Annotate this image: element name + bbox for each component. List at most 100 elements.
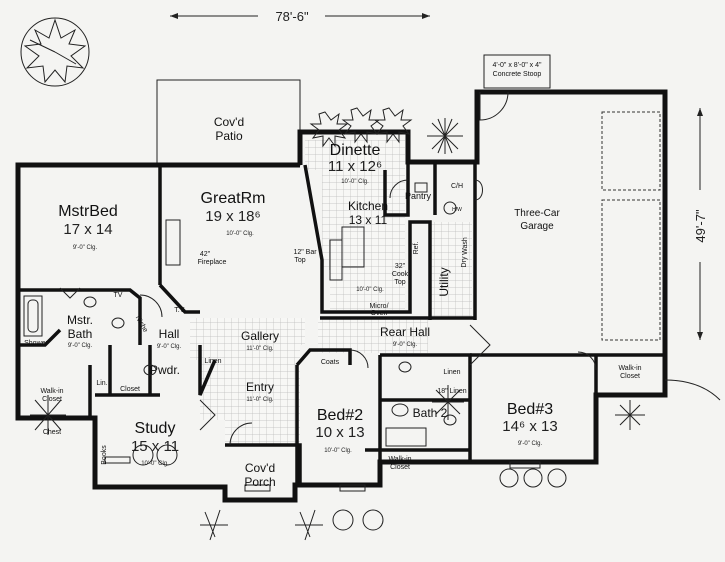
linen-label: Linen (204, 358, 221, 365)
fireplace-label: 42" (200, 251, 211, 258)
room-garage: Three-Car Garage (514, 208, 560, 232)
bath2-label: Bath 2 (413, 406, 448, 420)
niche-label: Niche (134, 315, 149, 334)
garage-label-2: Garage (520, 221, 554, 232)
microwave-label: Micro/ (369, 303, 388, 310)
mstrbath-ceiling: 9'-0" Clg. (68, 343, 93, 349)
mstrbath-label-2: Bath (68, 327, 93, 341)
kitchen-size: 13 x 11 (349, 213, 388, 227)
room-bed3: Bed#3 14⁶ x 13 9'-0" Clg. (502, 401, 557, 447)
mstrbath-label: Mstr. (67, 313, 93, 327)
tv-bath-label: TV (114, 292, 123, 299)
mstrbed-label: MstrBed (58, 203, 118, 220)
bed3-size: 14⁶ x 13 (502, 418, 557, 435)
bed3-ceiling: 9'-0" Clg. (518, 441, 543, 447)
tree-icon (20, 17, 90, 87)
pantry-label: Pantry (405, 191, 432, 201)
kitchen-ceiling: 10'-0" Clg. (356, 287, 384, 293)
hw-label: H/W (452, 207, 462, 213)
walkin-bed3-label-2: Closet (620, 373, 640, 380)
ch-label: C/H (451, 183, 463, 190)
depth-dimension: 49'-7" (693, 108, 708, 340)
width-label: 78'-6" (275, 9, 309, 24)
bed2-size: 10 x 13 (315, 424, 364, 441)
patio-label: Cov'd (214, 115, 244, 129)
chest-label: Chest (43, 429, 61, 436)
dinette-label: Dinette (330, 142, 381, 159)
gallery-label: Gallery (241, 329, 279, 343)
room-kitchen: Kitchen 13 x 11 10'-0" Clg. (348, 199, 388, 293)
garage-label: Three-Car (514, 208, 560, 219)
fireplace-label-2: Fireplace (198, 259, 227, 266)
bartop-label-2: Top (294, 257, 305, 264)
study-ceiling: 10'-0" Clg. (141, 461, 169, 467)
utility-label: Utility (437, 267, 451, 296)
greatrm-size: 19 x 18⁶ (205, 208, 260, 225)
ref-label: Ref. (413, 242, 420, 255)
microwave-label-2: Oven (371, 310, 388, 317)
gallery-ceiling: 11'-0" Clg. (246, 346, 274, 352)
room-rearhall: Rear Hall 9'-0" Clg. (380, 325, 430, 348)
mstrbed-size: 17 x 14 (63, 221, 112, 238)
cooktop-label-2: Cook (392, 271, 409, 278)
exterior-walls (15, 89, 668, 503)
walkin-bed2-label: Walk-in (388, 456, 411, 463)
tv-label: T.V. (174, 307, 185, 314)
rearhall-ceiling: 9'-0" Clg. (393, 342, 418, 348)
greatrm-label: GreatRm (201, 190, 266, 207)
room-study: Study 15 x 11 10'-0" Clg. (131, 420, 179, 467)
entry-label: Entry (246, 380, 274, 394)
cooktop-label-3: Top (394, 279, 405, 286)
bed3-label: Bed#3 (507, 401, 553, 418)
porch-label-2: Porch (244, 475, 275, 489)
washer-label: Wash (462, 237, 469, 255)
hall-ceiling: 9'-0" Clg. (157, 344, 182, 350)
hall-label: Hall (159, 327, 180, 341)
room-mstrbed: MstrBed 17 x 14 9'-0" Clg. (58, 203, 118, 251)
greatrm-ceiling: 10'-0" Clg. (226, 231, 254, 237)
dryer-label: Dry (461, 256, 468, 267)
lin-label: Lin. (96, 380, 107, 387)
dinette-size: 11 x 12⁶ (328, 158, 382, 175)
patio-label-2: Patio (215, 129, 243, 143)
fixtures (23, 182, 541, 492)
doors (59, 91, 721, 446)
room-greatrm: GreatRm 19 x 18⁶ 10'-0" Clg. (201, 190, 266, 237)
dinette-ceiling: 10'-0" Clg. (341, 179, 369, 185)
room-hall: Hall 9'-0" Clg. (157, 327, 182, 350)
closet-label: Closet (120, 386, 140, 393)
plant-icons (30, 107, 645, 541)
entry-ceiling: 11'-0" Clg. (246, 397, 274, 403)
mstrbed-ceiling: 9'-0" Clg. (73, 245, 98, 251)
room-bed2: Bed#2 10 x 13 10'-0" Clg. (315, 407, 364, 454)
study-size: 15 x 11 (131, 438, 179, 455)
concrete-stoop (483, 54, 551, 89)
porch-label: Cov'd (245, 461, 275, 475)
fixture-labels: 42" Fireplace 12" Bar Top T.V. TV Niche … (24, 183, 642, 471)
walkin-bed2-label-2: Closet (390, 464, 410, 471)
linen2-label: Linen (443, 369, 460, 376)
room-entry: Entry 11'-0" Clg. (246, 380, 274, 403)
pwdr-label: Pwdr. (150, 363, 180, 377)
rearhall-label: Rear Hall (380, 325, 430, 339)
books-label: Books (101, 445, 108, 465)
garage-doors (601, 111, 661, 341)
bed2-ceiling: 10'-0" Clg. (324, 448, 352, 454)
shower-label: Shower (24, 340, 48, 347)
cooktop-label: 32" (395, 263, 406, 270)
bartop-label: 12" Bar (293, 249, 317, 256)
walkin-master-label-2: Closet (42, 396, 62, 403)
bed2-label: Bed#2 (317, 407, 363, 424)
stoop-label: 4'-0" x 8'-0" x 4" (492, 62, 542, 69)
depth-label: 49'-7" (693, 209, 708, 243)
room-gallery: Gallery 11'-0" Clg. (241, 329, 279, 352)
stoop-label-2: Concrete Stoop (493, 71, 542, 78)
walkin-master-label: Walk-in (40, 388, 63, 395)
kitchen-label: Kitchen (348, 199, 388, 213)
study-label: Study (135, 420, 176, 437)
room-porch: Cov'd Porch (244, 461, 275, 489)
width-dimension: 78'-6" (170, 9, 430, 24)
walkin-bed3-label: Walk-in (618, 365, 641, 372)
linen18-label: 18" Linen (437, 388, 466, 395)
